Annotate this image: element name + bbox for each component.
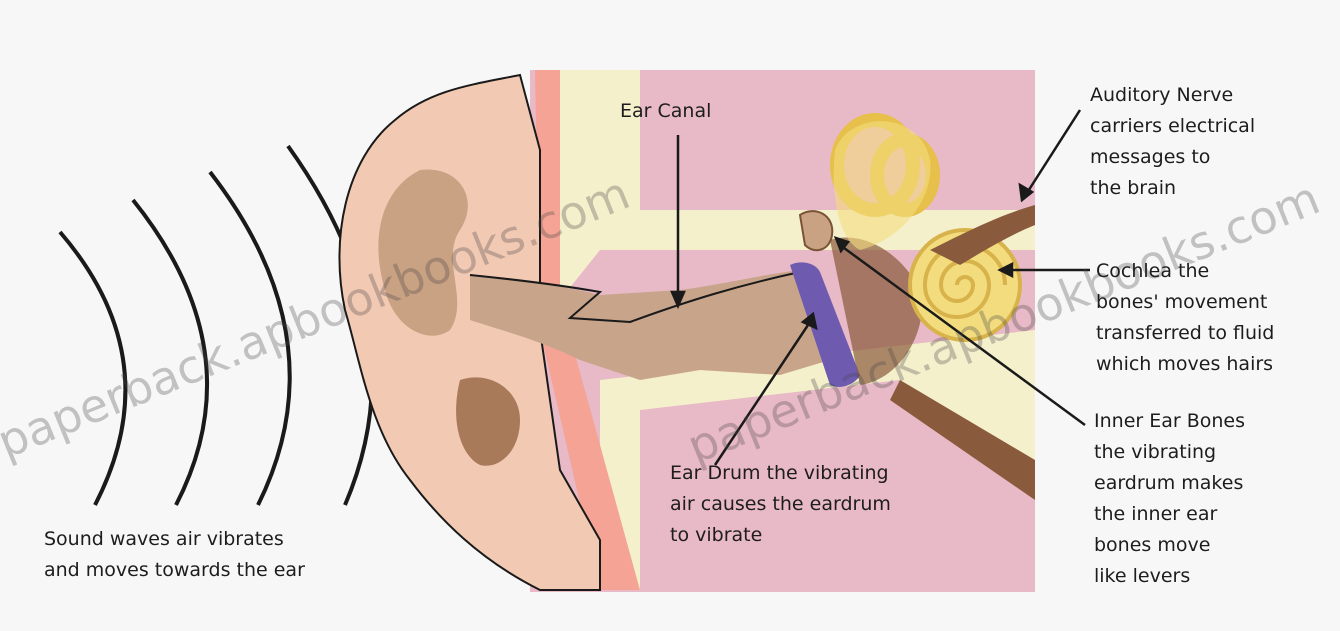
label-ear-drum: Ear Drum the vibrating air causes the ea… bbox=[670, 458, 891, 551]
label-auditory-nerve: Auditory Nerve carriers electrical messa… bbox=[1090, 80, 1255, 204]
label-sound-waves: Sound waves air vibrates and moves towar… bbox=[44, 524, 305, 586]
label-inner-ear-bones: Inner Ear Bones the vibrating eardrum ma… bbox=[1094, 406, 1245, 592]
label-ear-canal: Ear Canal bbox=[620, 96, 711, 127]
sound-wave-arc bbox=[60, 232, 125, 505]
ossicles bbox=[800, 211, 832, 250]
sound-wave-arc bbox=[133, 200, 207, 505]
sound-wave-arcs bbox=[60, 146, 372, 505]
label-cochlea: Cochlea the bones' movement transferred … bbox=[1096, 256, 1274, 380]
sound-wave-arc bbox=[210, 172, 290, 505]
